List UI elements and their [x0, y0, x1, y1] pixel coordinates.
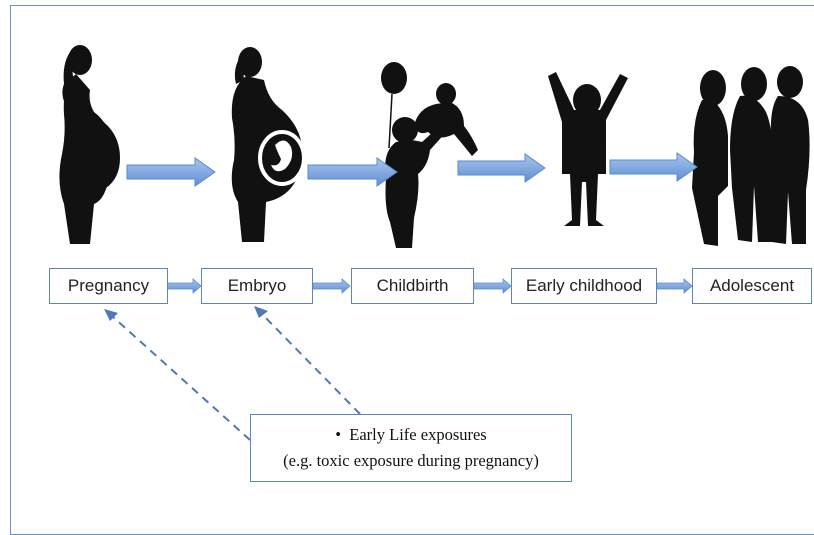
stage-arrows-upper — [126, 152, 698, 187]
early-childhood-silhouette — [548, 72, 628, 226]
note-line-1: • Early Life exposures — [251, 425, 571, 445]
stage-adolescent: Adolescent — [692, 268, 812, 304]
adolescent-silhouette — [692, 66, 810, 246]
dashed-arrowheads — [104, 306, 268, 321]
stage-childbirth: Childbirth — [351, 268, 474, 304]
stage-adolescent-label: Adolescent — [709, 276, 795, 295]
stage-embryo: Embryo — [201, 268, 313, 304]
pregnant-woman-silhouette — [59, 45, 120, 244]
stage-early-childhood-label: Early childhood — [525, 276, 643, 295]
childbirth-silhouette — [381, 62, 478, 248]
stage-early-childhood: Early childhood — [511, 268, 657, 304]
exposure-dashed-arrows — [111, 311, 361, 441]
note-heading: Early Life exposures — [349, 425, 487, 444]
stage-childbirth-label: Childbirth — [376, 276, 449, 295]
note-line-2: (e.g. toxic exposure during pregnancy) — [283, 451, 539, 470]
bullet: • — [335, 425, 342, 444]
stage-pregnancy: Pregnancy — [49, 268, 168, 304]
stage-embryo-label: Embryo — [227, 276, 287, 295]
early-life-exposures-note: • Early Life exposures (e.g. toxic expos… — [250, 414, 572, 482]
embryo-silhouette — [231, 47, 306, 242]
stage-arrows-lower — [166, 278, 693, 294]
stage-pregnancy-label: Pregnancy — [67, 276, 150, 295]
